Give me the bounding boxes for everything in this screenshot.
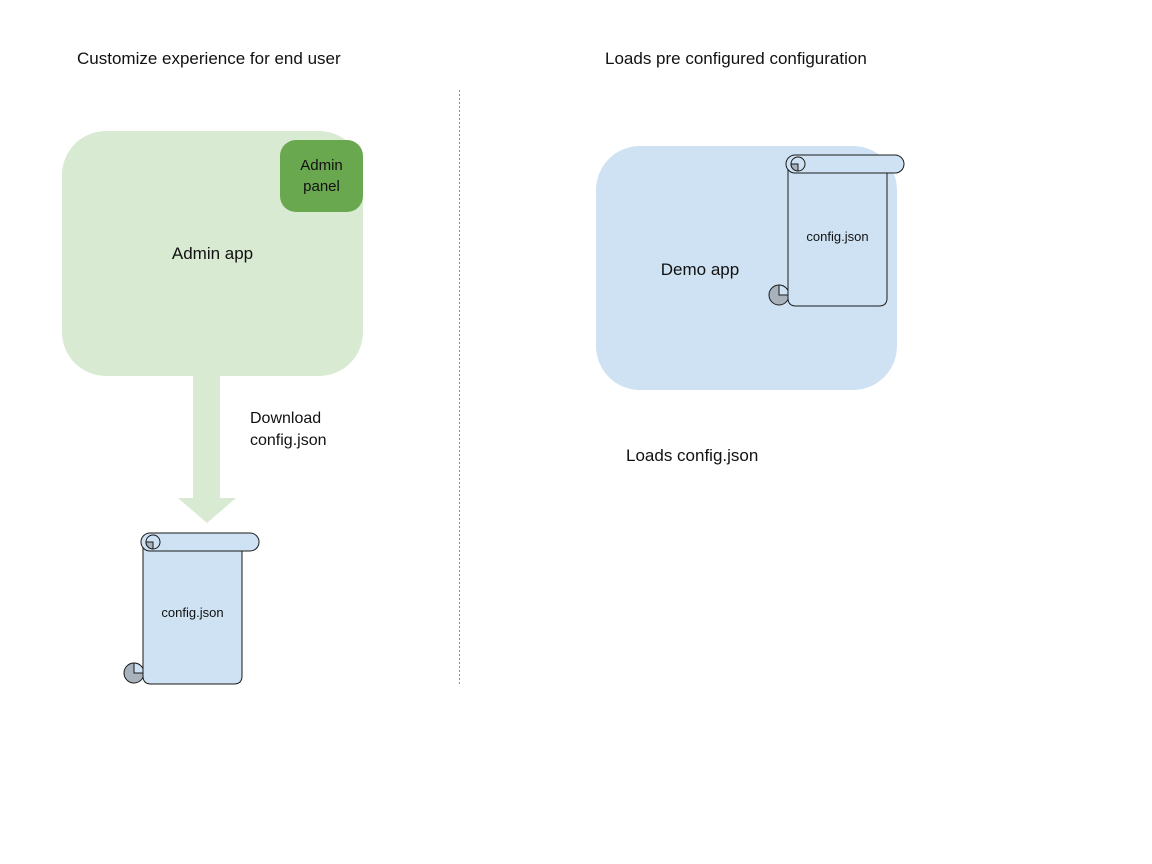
section-divider [459,90,460,685]
admin-app-box: Admin app Admin panel [62,131,363,376]
loads-config-caption: Loads config.json [626,446,759,465]
download-label-line1: Download [250,410,322,427]
admin-panel-badge: Admin panel [280,140,363,212]
download-label: Download config.json [250,408,327,452]
left-section-title: Customize experience for end user [77,49,341,68]
scroll-top-curl-shade [145,541,154,550]
admin-app-label: Admin app [171,244,254,263]
right-section-title: Loads pre configured configuration [605,49,867,68]
scroll-top-roll [785,154,905,174]
config-file-scroll-icon [123,532,260,685]
scroll-top-curl-shade [790,163,799,172]
scroll-body [787,163,888,307]
download-label-line2: config.json [250,432,327,449]
scroll-top-roll [140,532,260,552]
download-arrow-icon [178,376,236,523]
scroll-body [142,541,243,685]
demo-app-label: Demo app [660,260,740,279]
config-file-scroll-icon [768,154,905,307]
left-config-file-label: config.json [161,605,224,620]
right-config-file-label: config.json [806,229,869,244]
download-arrow-shape [178,376,236,523]
